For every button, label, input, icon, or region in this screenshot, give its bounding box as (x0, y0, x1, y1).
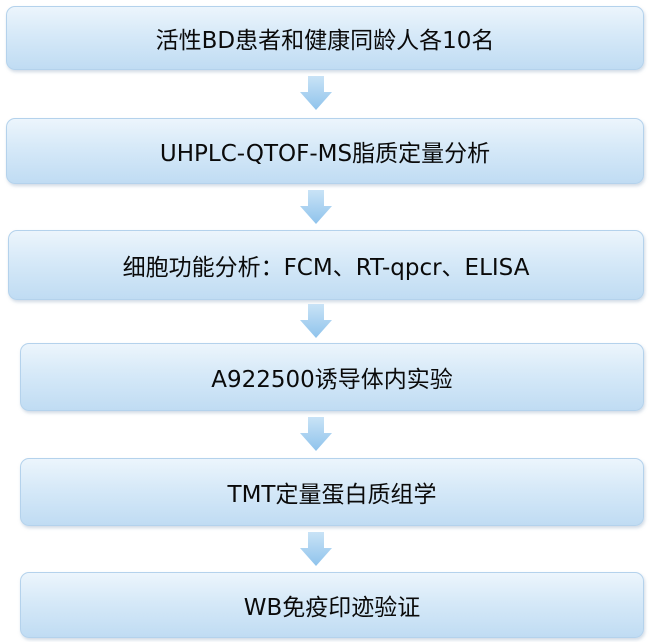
flow-step-6: WB免疫印迹验证 (20, 572, 644, 638)
arrow-down-icon (300, 417, 332, 451)
arrow-down-icon (300, 76, 332, 110)
flow-step-1-label: 活性BD患者和健康同龄人各10名 (155, 28, 495, 54)
flow-step-5-label: TMT定量蛋白质组学 (227, 482, 437, 508)
flow-step-3-label: 细胞功能分析：FCM、RT-qpcr、ELISA (122, 255, 530, 281)
flow-step-3: 细胞功能分析：FCM、RT-qpcr、ELISA (8, 230, 644, 300)
flow-step-4: A922500诱导体内实验 (20, 343, 644, 411)
flow-step-2-label: UHPLC-QTOF-MS脂质定量分析 (159, 141, 491, 167)
arrow-down-icon (300, 190, 332, 224)
flow-step-1: 活性BD患者和健康同龄人各10名 (6, 6, 644, 70)
flow-step-4-label: A922500诱导体内实验 (211, 367, 453, 393)
arrow-down-icon (300, 304, 332, 338)
flow-step-5: TMT定量蛋白质组学 (20, 458, 644, 526)
arrow-down-icon (300, 532, 332, 566)
flow-step-2: UHPLC-QTOF-MS脂质定量分析 (6, 118, 644, 184)
flow-step-6-label: WB免疫印迹验证 (243, 595, 421, 621)
